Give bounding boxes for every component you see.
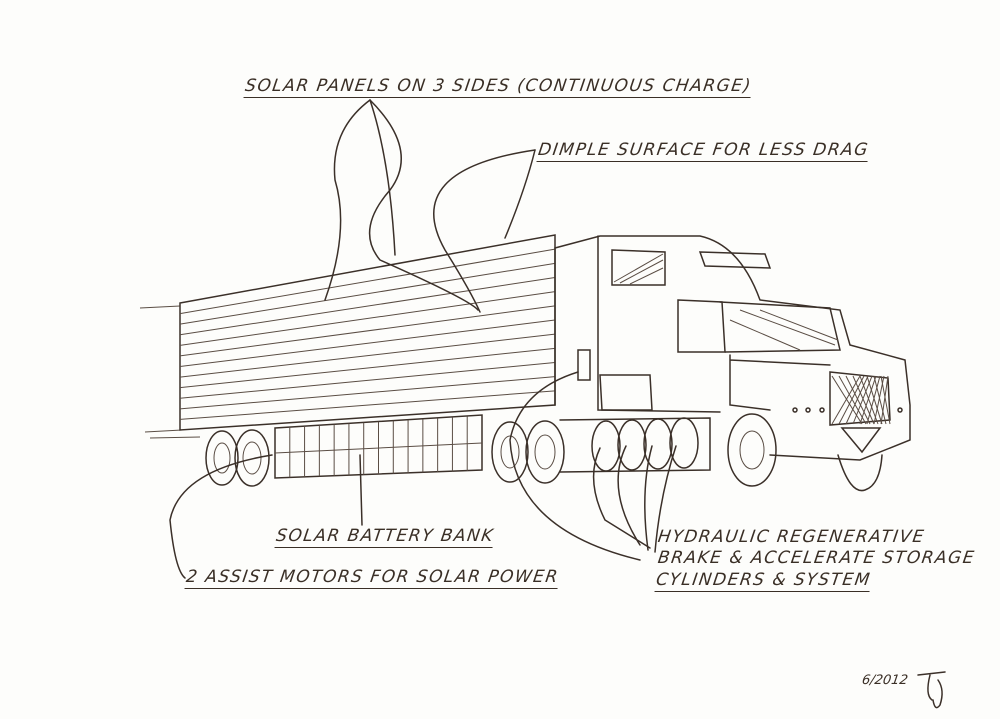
grille-hatch bbox=[866, 375, 883, 425]
trailer-panel-line bbox=[179, 262, 556, 325]
grille-hatch bbox=[831, 375, 863, 425]
trailer-panel-line bbox=[179, 347, 556, 389]
hydraulic-cylinders bbox=[559, 417, 711, 473]
grille-hatch bbox=[852, 375, 873, 425]
speed-lines bbox=[139, 305, 201, 439]
trailer-panel-line bbox=[179, 291, 556, 346]
trailer-panel-line bbox=[179, 277, 556, 336]
grille-hatch bbox=[838, 375, 867, 425]
trailer-panel-line bbox=[179, 376, 556, 410]
trailer-panel-line bbox=[179, 333, 556, 378]
label-battery-bank: SOLAR BATTERY BANK bbox=[274, 526, 496, 548]
battery-cell-line bbox=[274, 442, 483, 454]
trailer-panel-line bbox=[179, 305, 556, 357]
trailer-panel-line bbox=[179, 390, 556, 420]
label-hydraulic-line2: BRAKE & ACCELERATE STORAGE bbox=[656, 548, 977, 568]
grille-hatch bbox=[873, 375, 887, 425]
wheels bbox=[205, 413, 883, 492]
trailer-panel-line bbox=[179, 248, 556, 315]
grille-hatch bbox=[859, 375, 879, 425]
grille-hatch bbox=[866, 375, 881, 425]
grille-hatch bbox=[880, 375, 891, 425]
trailer-panel-line bbox=[179, 362, 556, 399]
label-dimple-surface: DIMPLE SURFACE FOR LESS DRAG bbox=[536, 140, 871, 162]
trailer bbox=[179, 234, 556, 431]
label-assist-motors: 2 ASSIST MOTORS FOR SOLAR POWER bbox=[184, 567, 561, 589]
annotation-arrows bbox=[169, 99, 677, 579]
trailer-panel-line bbox=[179, 319, 556, 367]
grille-hatch bbox=[831, 375, 861, 425]
grille-hatch bbox=[880, 375, 889, 425]
grille-hatch bbox=[845, 375, 869, 425]
signature-date: 6/2012 bbox=[860, 673, 909, 688]
signature-mark bbox=[917, 671, 946, 709]
battery-bank bbox=[274, 414, 483, 479]
grille-hatch bbox=[852, 375, 875, 425]
grille-hatch bbox=[859, 375, 877, 425]
cab bbox=[554, 235, 911, 461]
grille-hatch bbox=[845, 375, 871, 425]
label-solar-panels: SOLAR PANELS ON 3 SIDES (CONTINUOUS CHAR… bbox=[243, 76, 754, 98]
grille-hatch bbox=[838, 375, 865, 425]
label-hydraulic-line1: HYDRAULIC REGENERATIVE bbox=[656, 527, 927, 547]
label-hydraulic-line3: CYLINDERS & SYSTEM bbox=[654, 570, 873, 592]
